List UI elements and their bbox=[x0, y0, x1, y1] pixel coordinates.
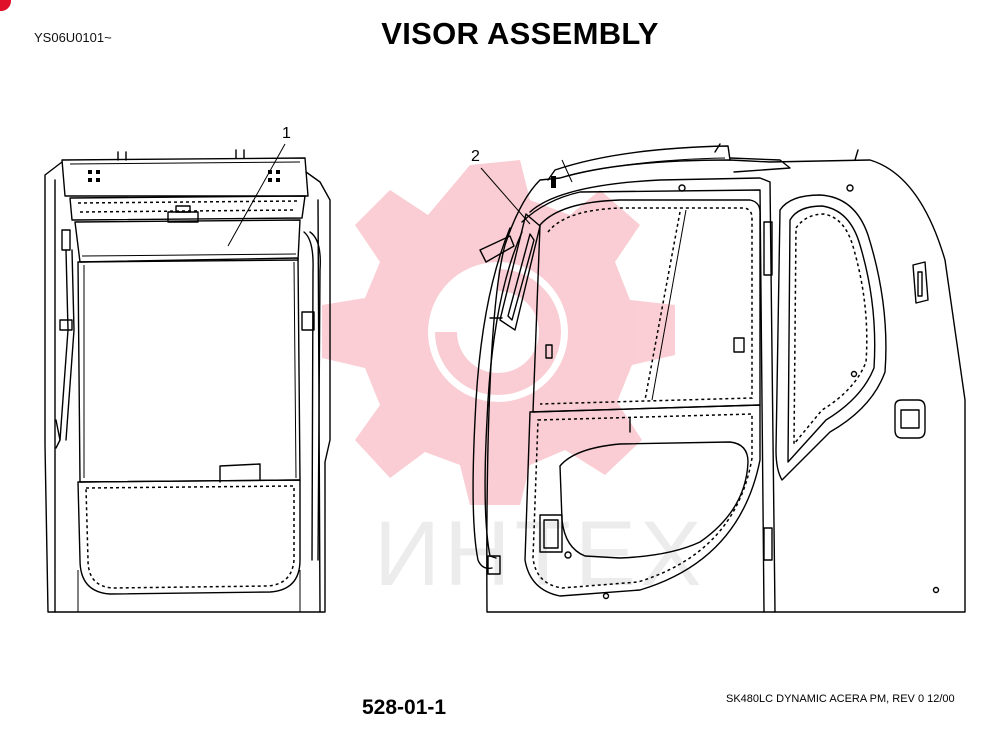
callout-2-number: 2 bbox=[471, 148, 480, 165]
model-revision: SK480LC DYNAMIC ACERA PM, REV 0 12/00 bbox=[726, 693, 955, 705]
callout-1-number: 1 bbox=[282, 125, 291, 142]
page-number: 528-01-1 bbox=[362, 696, 447, 719]
serial-range: YS06U0101~ bbox=[34, 30, 112, 45]
page-title: VISOR ASSEMBLY bbox=[381, 16, 659, 51]
callout-2: 2 bbox=[471, 148, 573, 225]
corner-mark bbox=[0, 0, 11, 11]
watermark-logo bbox=[322, 160, 675, 505]
cab-front-view bbox=[44, 149, 331, 613]
cab-side-view bbox=[472, 143, 966, 613]
callout-1: 1 bbox=[227, 125, 291, 247]
